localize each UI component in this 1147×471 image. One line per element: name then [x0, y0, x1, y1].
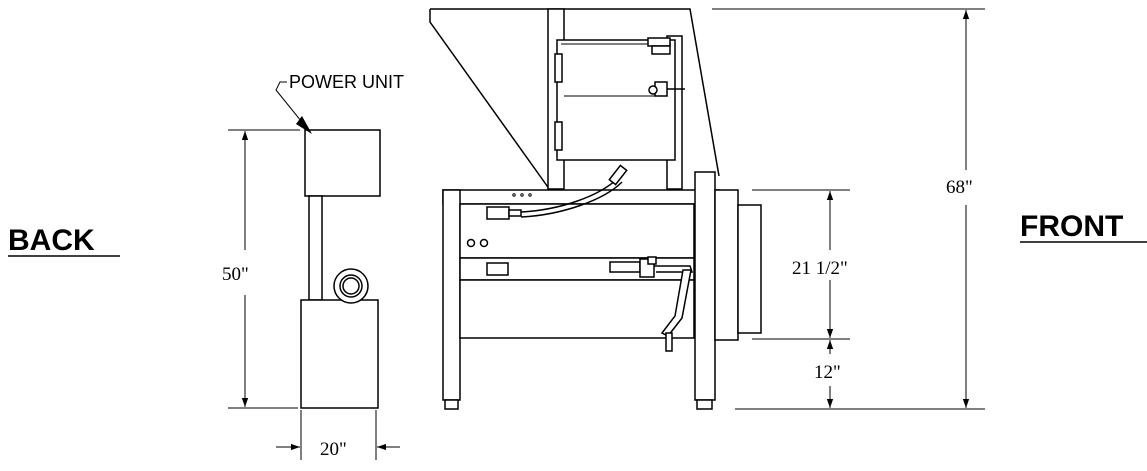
dim-power-unit-height: 50": [222, 129, 300, 409]
dim-front-opening: 21 1/2": [752, 189, 850, 340]
latch-handle: [648, 81, 685, 97]
power-unit-callout: POWER UNIT: [275, 72, 404, 134]
svg-text:68": 68": [946, 177, 973, 198]
svg-text:BACK: BACK: [8, 224, 95, 257]
motor-pulley: [333, 268, 369, 304]
cable: [520, 164, 628, 218]
svg-text:50": 50": [222, 264, 249, 285]
front-label: FRONT: [1020, 210, 1147, 243]
svg-text:20": 20": [320, 439, 347, 460]
indicator-lights: [466, 238, 489, 248]
svg-text:FRONT: FRONT: [1020, 210, 1123, 243]
granulator: 68" 21 1/2" 12": [429, 8, 985, 410]
power-unit: [300, 129, 381, 409]
dim-base-clearance: 12": [814, 340, 841, 408]
label-plate: [486, 262, 509, 276]
dim-power-unit-width: 20": [276, 410, 400, 460]
frame: [442, 171, 762, 410]
back-label: BACK: [8, 224, 120, 257]
dim-overall-height: 68": [712, 8, 985, 410]
electrical-box: [486, 193, 532, 220]
lever-linkage: [609, 256, 694, 352]
svg-text:POWER UNIT: POWER UNIT: [289, 72, 404, 92]
svg-text:21 1/2": 21 1/2": [792, 258, 848, 279]
latch-top: [647, 37, 671, 55]
svg-text:12": 12": [814, 362, 841, 383]
hopper: [429, 8, 720, 191]
